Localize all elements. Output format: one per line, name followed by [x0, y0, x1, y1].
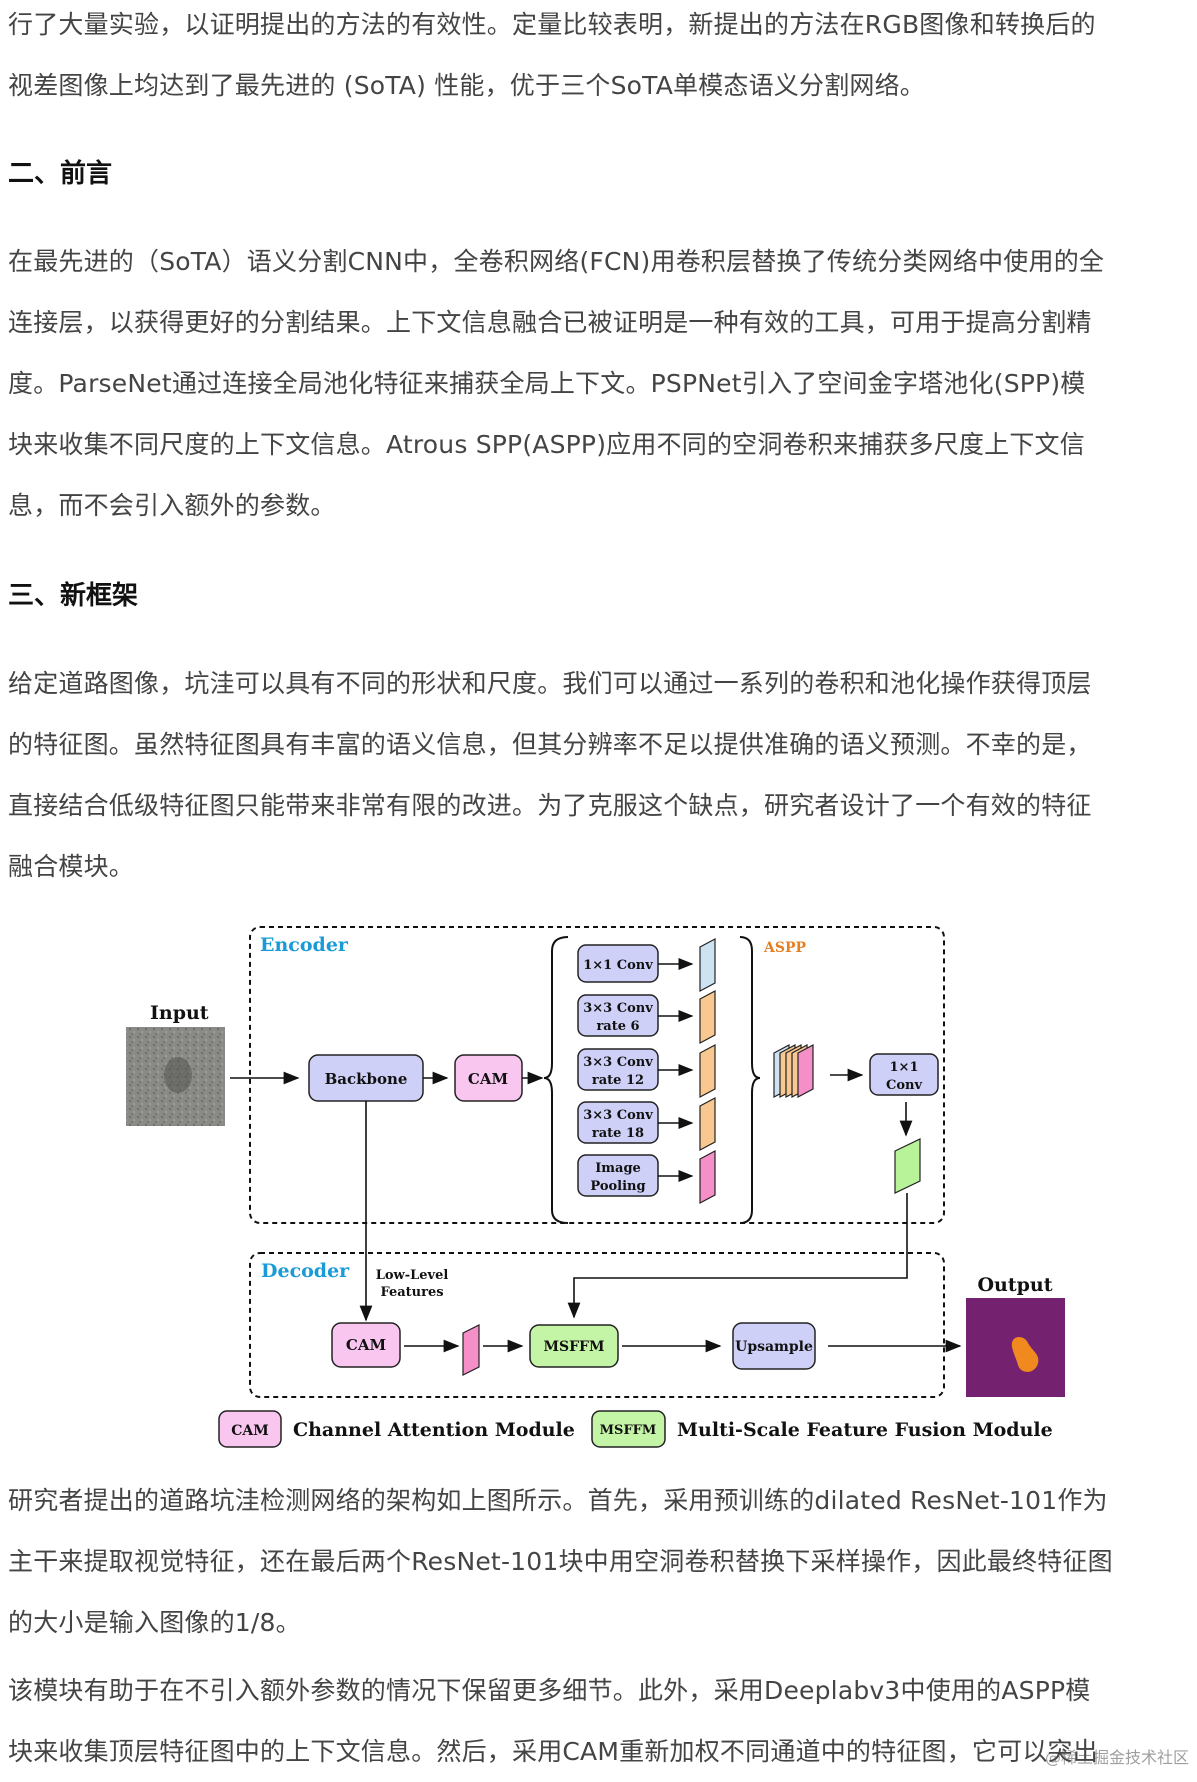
paragraph-framework: 给定道路图像，坑洼可以具有不同的形状和尺度。我们可以通过一系列的卷积和池化操作获…: [8, 653, 1194, 897]
text-line: 给定道路图像，坑洼可以具有不同的形状和尺度。我们可以通过一系列的卷积和池化操作获…: [8, 669, 1092, 698]
paragraph-preface: 在最先进的（SoTA）语义分割CNN中，全卷积网络(FCN)用卷积层替换了传统分…: [8, 231, 1194, 536]
input-label: Input: [150, 1002, 209, 1024]
svg-text:rate 18: rate 18: [592, 1126, 644, 1141]
aspp-branch-rate6: 3×3 Conv rate 6: [577, 990, 716, 1044]
upsample-box: [732, 1322, 816, 1370]
svg-text:MSFFM: MSFFM: [600, 1423, 657, 1438]
text-line: 块来收集不同尺度的上下文信息。Atrous SPP(ASPP)应用不同的空洞卷积…: [8, 430, 1085, 459]
paragraph-architecture: 研究者提出的道路坑洼检测网络的架构如上图所示。首先，采用预训练的dilated …: [8, 1470, 1194, 1653]
svg-text:Multi-Scale Feature Fusion Mod: Multi-Scale Feature Fusion Module: [677, 1419, 1053, 1441]
svg-text:3×3 Conv: 3×3 Conv: [583, 1001, 653, 1016]
text-line: 直接结合低级特征图只能带来非常有限的改进。为了克服这个缺点，研究者设计了一个有效…: [8, 791, 1092, 820]
text-line: 在最先进的（SoTA）语义分割CNN中，全卷积网络(FCN)用卷积层替换了传统分…: [8, 247, 1105, 276]
svg-text:rate 6: rate 6: [596, 1019, 639, 1034]
upsample-label: Upsample: [735, 1339, 813, 1355]
site-watermark: @稀土掘金技术社区: [1044, 1748, 1189, 1767]
aspp-branch-image-pooling: Image Pooling: [577, 1150, 716, 1204]
decoder-cam-feature: [462, 1324, 480, 1376]
text-line: 连接层，以获得更好的分割结果。上下文信息融合已被证明是一种有效的工具，可用于提高…: [8, 308, 1092, 337]
aspp-branch-rate18: 3×3 Conv rate 18: [577, 1097, 716, 1151]
text-line: 该模块有助于在不引入额外参数的情况下保留更多细节。此外，采用Deeplabv3中…: [8, 1676, 1091, 1705]
text-line: 度。ParseNet通过连接全局池化特征来捕获全局上下文。PSPNet引入了空间…: [8, 369, 1086, 398]
architecture-figure: Encoder Decoder Input Backbone CAM ASPP: [0, 915, 1197, 1455]
msffm-label: MSFFM: [544, 1339, 605, 1355]
decoder-region: [249, 1252, 945, 1398]
svg-text:Channel Attention Module: Channel Attention Module: [293, 1419, 575, 1441]
svg-text:rate 12: rate 12: [592, 1073, 644, 1088]
text-line: 息，而不会引入额外的参数。: [8, 491, 336, 520]
text-line: 主干来提取视觉特征，还在最后两个ResNet-101块中用空洞卷积替换下采样操作…: [8, 1547, 1113, 1576]
text-line: 行了大量实验，以证明提出的方法的有效性。定量比较表明，新提出的方法在RGB图像和…: [8, 10, 1096, 39]
aspp-branch-rate12: 3×3 Conv rate 12: [577, 1044, 716, 1098]
svg-text:CAM: CAM: [231, 1423, 269, 1439]
decoder-label: Decoder: [261, 1260, 350, 1282]
conv1x1-box: [869, 1053, 939, 1096]
cam-decoder-box: [331, 1322, 401, 1368]
encoder-region: [249, 926, 945, 1224]
heading-preface: 二、前言: [8, 159, 113, 189]
text-line: 视差图像上均达到了最先进的 (SoTA) 性能，优于三个SoTA单模态语义分割网…: [8, 71, 925, 100]
text-line: 的特征图。虽然特征图具有丰富的语义信息，但其分辨率不足以提供准确的语义预测。不幸…: [8, 730, 1092, 759]
svg-text:3×3 Conv: 3×3 Conv: [583, 1055, 653, 1070]
output-label: Output: [977, 1274, 1052, 1296]
low-level-label-line2: Features: [380, 1285, 443, 1300]
svg-text:1×1 Conv: 1×1 Conv: [583, 958, 653, 973]
backbone-label: Backbone: [325, 1070, 408, 1088]
conv1x1-label-line1: 1×1: [890, 1060, 919, 1075]
pothole-segment: [1011, 1337, 1039, 1372]
cam-encoder-label: CAM: [468, 1070, 508, 1088]
msffm-box: [529, 1324, 619, 1368]
paragraph-intro-end: 行了大量实验，以证明提出的方法的有效性。定量比较表明，新提出的方法在RGB图像和…: [8, 0, 1194, 116]
conv1x1-label-line2: Conv: [886, 1078, 922, 1093]
pothole-mark: [164, 1057, 192, 1093]
cam-decoder-label: CAM: [346, 1336, 386, 1354]
svg-text:3×3 Conv: 3×3 Conv: [583, 1108, 653, 1123]
text-line: 研究者提出的道路坑洼检测网络的架构如上图所示。首先，采用预训练的dilated …: [8, 1486, 1108, 1515]
svg-text:Pooling: Pooling: [590, 1179, 645, 1194]
legend-cam: CAM Channel Attention Module: [218, 1410, 575, 1448]
aspp-branch-1x1: 1×1 Conv: [577, 938, 716, 992]
text-line: 融合模块。: [8, 852, 135, 881]
low-level-label-line1: Low-Level: [376, 1268, 449, 1283]
aspp-label: ASPP: [763, 940, 807, 956]
architecture-diagram: Encoder Decoder Input Backbone CAM ASPP: [126, 926, 1065, 1448]
concat-feature-stack: [773, 1044, 814, 1098]
encoder-label: Encoder: [260, 934, 349, 956]
legend-msffm: MSFFM Multi-Scale Feature Fusion Module: [591, 1410, 1053, 1448]
text-line: 的大小是输入图像的1/8。: [8, 1608, 301, 1637]
encoder-output-feature: [894, 1138, 921, 1194]
text-line: 块来收集顶层特征图中的上下文信息。然后，采用CAM重新加权不同通道中的特征图，它…: [8, 1737, 1098, 1766]
heading-new-framework: 三、新框架: [8, 581, 139, 611]
paragraph-module: 该模块有助于在不引入额外参数的情况下保留更多细节。此外，采用Deeplabv3中…: [8, 1660, 1194, 1782]
svg-text:Image: Image: [595, 1161, 641, 1176]
